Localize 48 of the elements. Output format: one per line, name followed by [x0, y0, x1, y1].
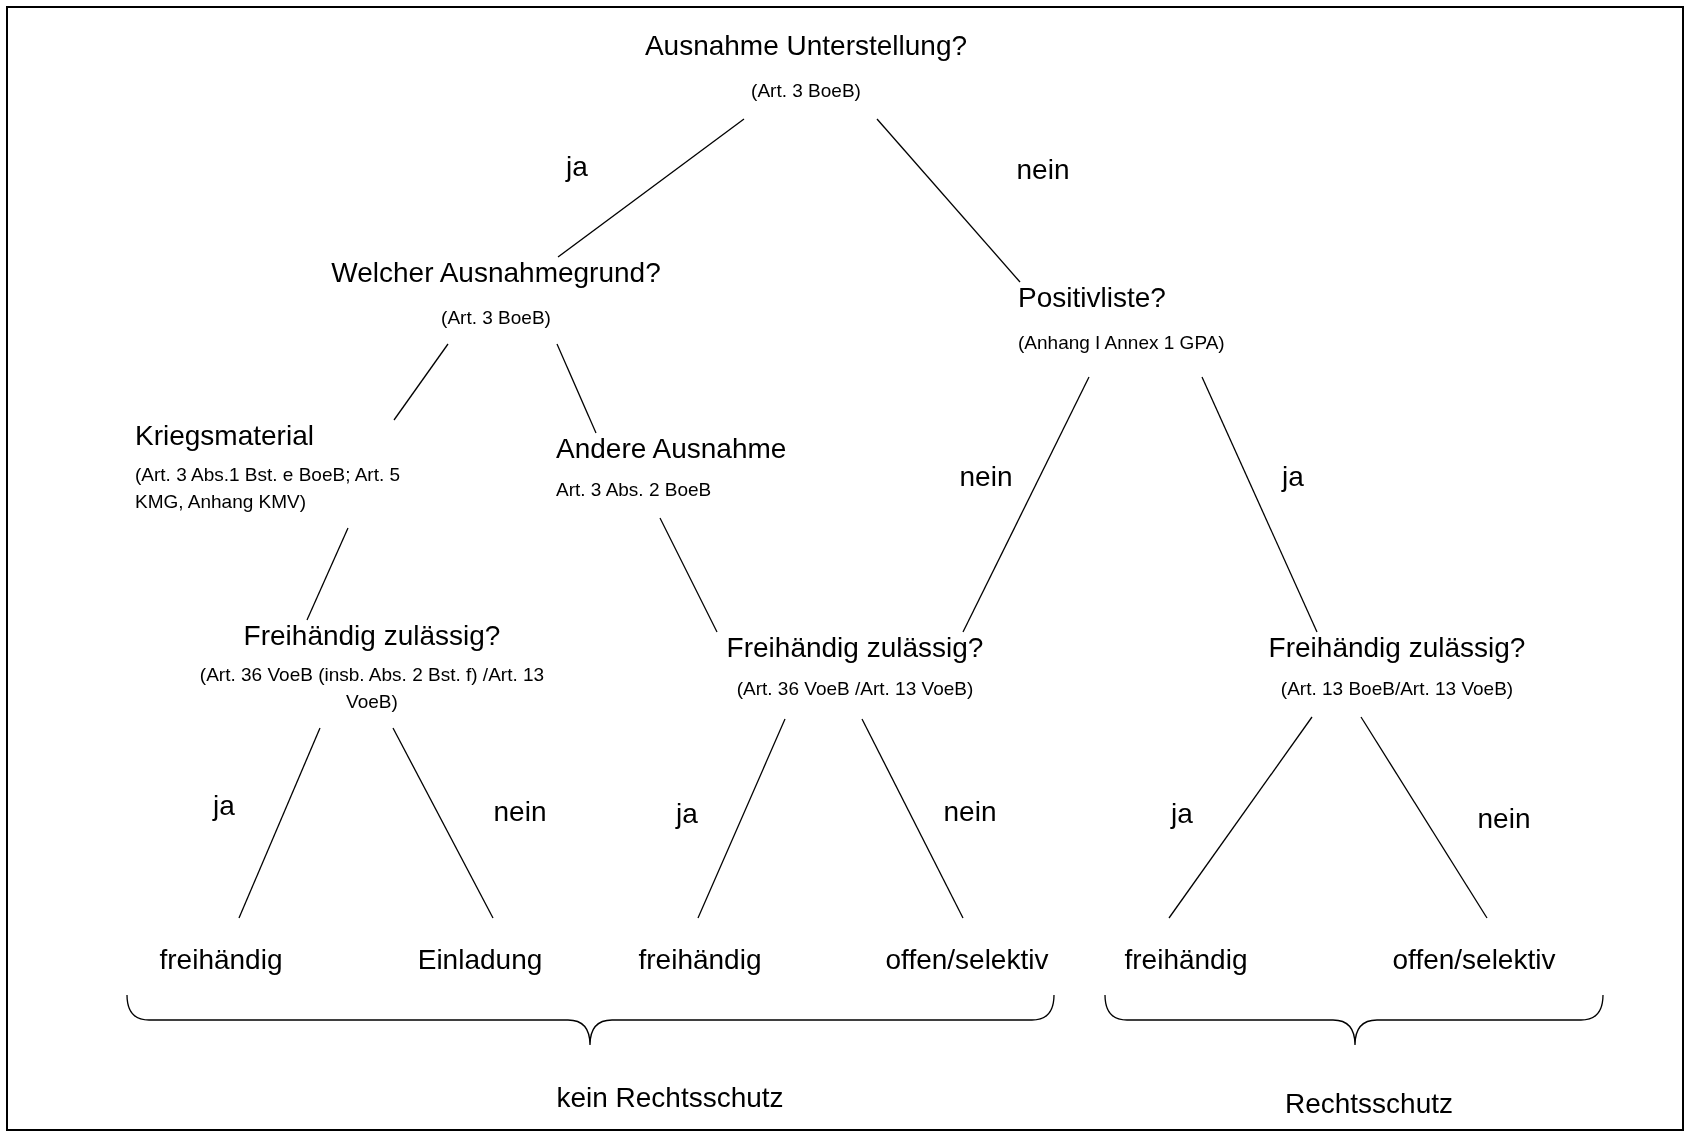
question-text: freihändig: [638, 944, 762, 977]
question-text: Freihändig zulässig?: [726, 632, 984, 665]
question-text: offen/selektiv: [1392, 944, 1556, 977]
legal-reference: (Art. 36 VoeB (insb. Abs. 2 Bst. f) /Art. 13 VoeB): [198, 663, 546, 715]
edge-label: nein: [1477, 803, 1531, 835]
connector-line: [238, 727, 321, 919]
edge-label: ja: [1171, 798, 1193, 830]
legal-reference: (Anhang I Annex 1 GPA): [1018, 331, 1225, 356]
edge-label: nein: [1016, 154, 1070, 186]
connector-line: [697, 718, 786, 919]
legal-reference: (Art. 3 BoeB): [441, 306, 551, 331]
edge-label: ja: [1282, 461, 1304, 493]
connector-line: [1201, 376, 1318, 633]
question-text: offen/selektiv: [885, 944, 1049, 977]
edge-label: nein: [943, 796, 997, 828]
question-text: Welcher Ausnahmegrund?: [331, 257, 661, 290]
connector-line: [556, 343, 597, 434]
connector-line: [1168, 716, 1313, 919]
edge-label: nein: [493, 796, 547, 828]
question-text: Ausnahme Unterstellung?: [644, 30, 968, 63]
question-text: Einladung: [417, 944, 543, 977]
edge-label: ja: [213, 790, 235, 822]
connector-line: [557, 118, 745, 258]
connector-line: [392, 727, 494, 919]
outcome-label: kein Rechtsschutz: [556, 1082, 784, 1114]
legal-reference: (Art. 3 Abs.1 Bst. e BoeB; Art. 5 KMG, Anhang KMV): [135, 463, 402, 515]
question-text: freihändig: [159, 944, 283, 977]
edge-label: ja: [676, 798, 698, 830]
question-text: Positivliste?: [1018, 282, 1166, 315]
legal-reference: (Art. 36 VoeB /Art. 13 VoeB): [736, 677, 974, 702]
connector-line: [659, 517, 718, 633]
connector-line: [876, 118, 1021, 283]
question-text: Freihändig zulässig?: [1268, 632, 1526, 665]
question-text: freihändig: [1124, 944, 1248, 977]
legal-reference: Art. 3 Abs. 2 BoeB: [556, 478, 712, 503]
legal-reference: (Art. 3 BoeB): [751, 79, 861, 104]
connector-line: [962, 376, 1090, 633]
connector-line: [861, 718, 964, 919]
edge-label: nein: [959, 461, 1013, 493]
legal-reference: (Art. 13 BoeB/Art. 13 VoeB): [1280, 677, 1514, 702]
outcome-label: Rechtsschutz: [1284, 1088, 1454, 1120]
question-text: Andere Ausnahme: [556, 433, 787, 466]
question-text: Freihändig zulässig?: [243, 620, 501, 653]
connector-line: [306, 527, 349, 621]
connector-line: [393, 343, 449, 421]
connector-line: [1360, 716, 1488, 919]
edge-label: ja: [566, 151, 588, 183]
question-text: Kriegsmaterial: [135, 420, 314, 453]
